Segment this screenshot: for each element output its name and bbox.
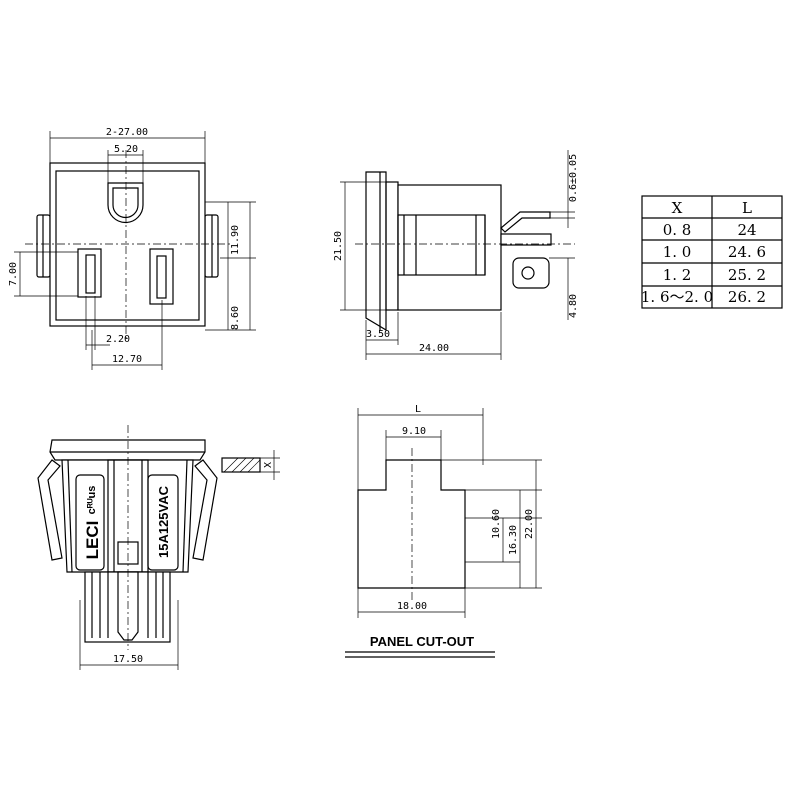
marking-box-brand: [75, 474, 105, 571]
dim-cutout-top-width: 9.10: [402, 426, 426, 437]
panel-thickness-sample: [221, 457, 261, 473]
cutout-title: PANEL CUT-OUT: [370, 634, 474, 649]
table-cell: 1. 0: [663, 243, 692, 261]
dim-terminal-offset: 4.80: [568, 294, 579, 318]
dim-side-overall-length: 24.00: [419, 343, 449, 354]
bottom-dimensions: [79, 600, 179, 670]
dim-flange-depth: 3.50: [366, 329, 390, 340]
left-blade: [85, 254, 96, 294]
table-cell: 0. 8: [663, 221, 692, 239]
side-view: 0.6±0.05 21.50 4.80 3.50 24.00: [333, 150, 579, 360]
bottom-right-clip: [192, 459, 218, 561]
marking-cert: cᴿᵁus: [86, 486, 98, 515]
front-body-inner: [55, 170, 200, 321]
table-cell: 26. 2: [728, 288, 766, 306]
dim-blade-spacing: 12.70: [112, 354, 142, 365]
table-cell: 24: [737, 221, 756, 239]
bottom-view: cᴿᵁus LECI 15A125VAC X: [37, 425, 280, 670]
right-blade: [156, 255, 167, 299]
table-header-l: L: [742, 199, 752, 217]
table-cell: 25. 2: [728, 266, 766, 284]
panel-x-dimension: [260, 450, 280, 480]
dim-side-overall-height: 21.50: [333, 231, 344, 261]
table-cell: 24. 6: [728, 243, 766, 261]
dim-cutout-mid-height: 16.30: [508, 525, 519, 555]
dim-cutout-length: L: [415, 404, 421, 415]
dim-cutout-bottom-width: 18.00: [397, 601, 427, 612]
dim-blade-offset: 7.00: [8, 262, 19, 286]
dim-cutout-inner-height: 10.60: [491, 509, 502, 539]
side-flange: [365, 171, 387, 332]
bottom-left-clip: [37, 459, 63, 561]
dim-height-lower: 8.60: [230, 306, 241, 330]
ground-pin-inner: [112, 187, 139, 219]
cutout-dimensions: [357, 408, 542, 618]
bottom-body: [61, 459, 194, 573]
cutout-outline: [357, 459, 466, 589]
dim-terminal-thickness: 0.6±0.05: [568, 154, 579, 202]
marking-brand: LECI: [83, 521, 102, 560]
dim-height-upper: 11.90: [230, 225, 241, 255]
dim-bottom-width: 17.50: [113, 654, 143, 665]
dim-ground-width: 5.20: [114, 144, 138, 155]
front-view: 2-27.00 5.20 11.90 8.60 7.00 2.20 12.70: [8, 127, 256, 370]
right-blade-slot: [149, 248, 174, 305]
panel-cutout: L 9.10 10.60 16.30 22.00 18.00 PANEL CUT…: [345, 404, 542, 658]
ground-pin-hole: [107, 182, 144, 224]
dim-panel-x: X: [263, 462, 274, 468]
left-blade-slot: [77, 248, 102, 298]
side-dimensions: [340, 150, 575, 360]
side-terminal-mid: [500, 233, 552, 246]
side-terminal-hole: [521, 266, 535, 280]
panel-hatch: [223, 457, 261, 473]
front-dimensions: [14, 131, 256, 370]
marking-box-rating: [147, 474, 179, 571]
front-centerlines: [25, 150, 232, 340]
table-cell: 1. 2: [663, 266, 692, 284]
dim-blade-width: 2.20: [106, 334, 130, 345]
bottom-cap: [49, 439, 206, 461]
side-body: [397, 184, 502, 311]
side-terminal-upper: [500, 211, 551, 233]
side-terminal-tab: [512, 257, 550, 289]
side-flange-step: [385, 181, 399, 311]
dim-cutout-overall-height: 22.00: [524, 509, 535, 539]
xl-table: X L 0. 8 24 1. 0 24. 6 1. 2 25. 2 1. 6～2…: [641, 195, 783, 309]
table-cell: 1. 6～2. 0: [641, 288, 713, 306]
dim-overall-width: 2-27.00: [106, 127, 148, 138]
marking-rating: 15A125VAC: [156, 485, 171, 558]
table-header-x: X: [672, 199, 683, 217]
